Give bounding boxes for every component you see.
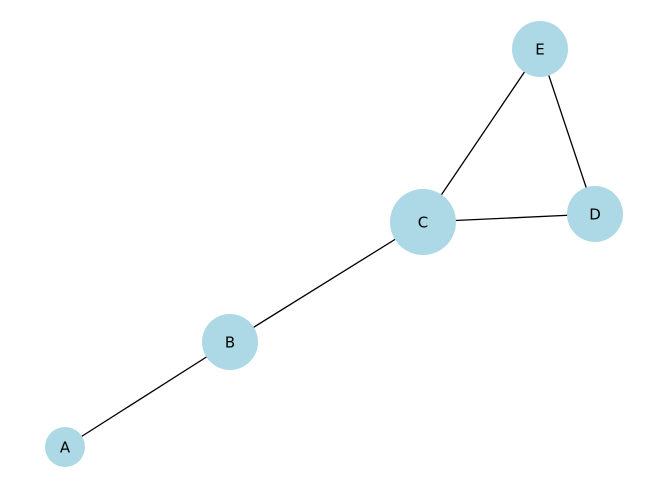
- edge-B-C: [229, 221, 424, 343]
- node-circle-D: [567, 186, 623, 242]
- edge-A-B: [64, 341, 231, 448]
- node-D: D: [567, 186, 623, 242]
- node-label-D: D: [589, 205, 601, 223]
- edge-D-E: [539, 48, 596, 215]
- node-B: B: [202, 314, 258, 370]
- node-label-A: A: [60, 438, 71, 456]
- node-circle-B: [202, 314, 258, 370]
- node-circle-C: [390, 189, 456, 255]
- edge-C-E: [422, 48, 541, 223]
- node-label-E: E: [535, 40, 544, 58]
- node-label-C: C: [418, 213, 428, 231]
- node-label-B: B: [225, 333, 235, 351]
- node-A: A: [45, 427, 85, 467]
- node-E: E: [512, 21, 568, 77]
- node-C: C: [390, 189, 456, 255]
- node-circle-A: [45, 427, 85, 467]
- node-circle-E: [512, 21, 568, 77]
